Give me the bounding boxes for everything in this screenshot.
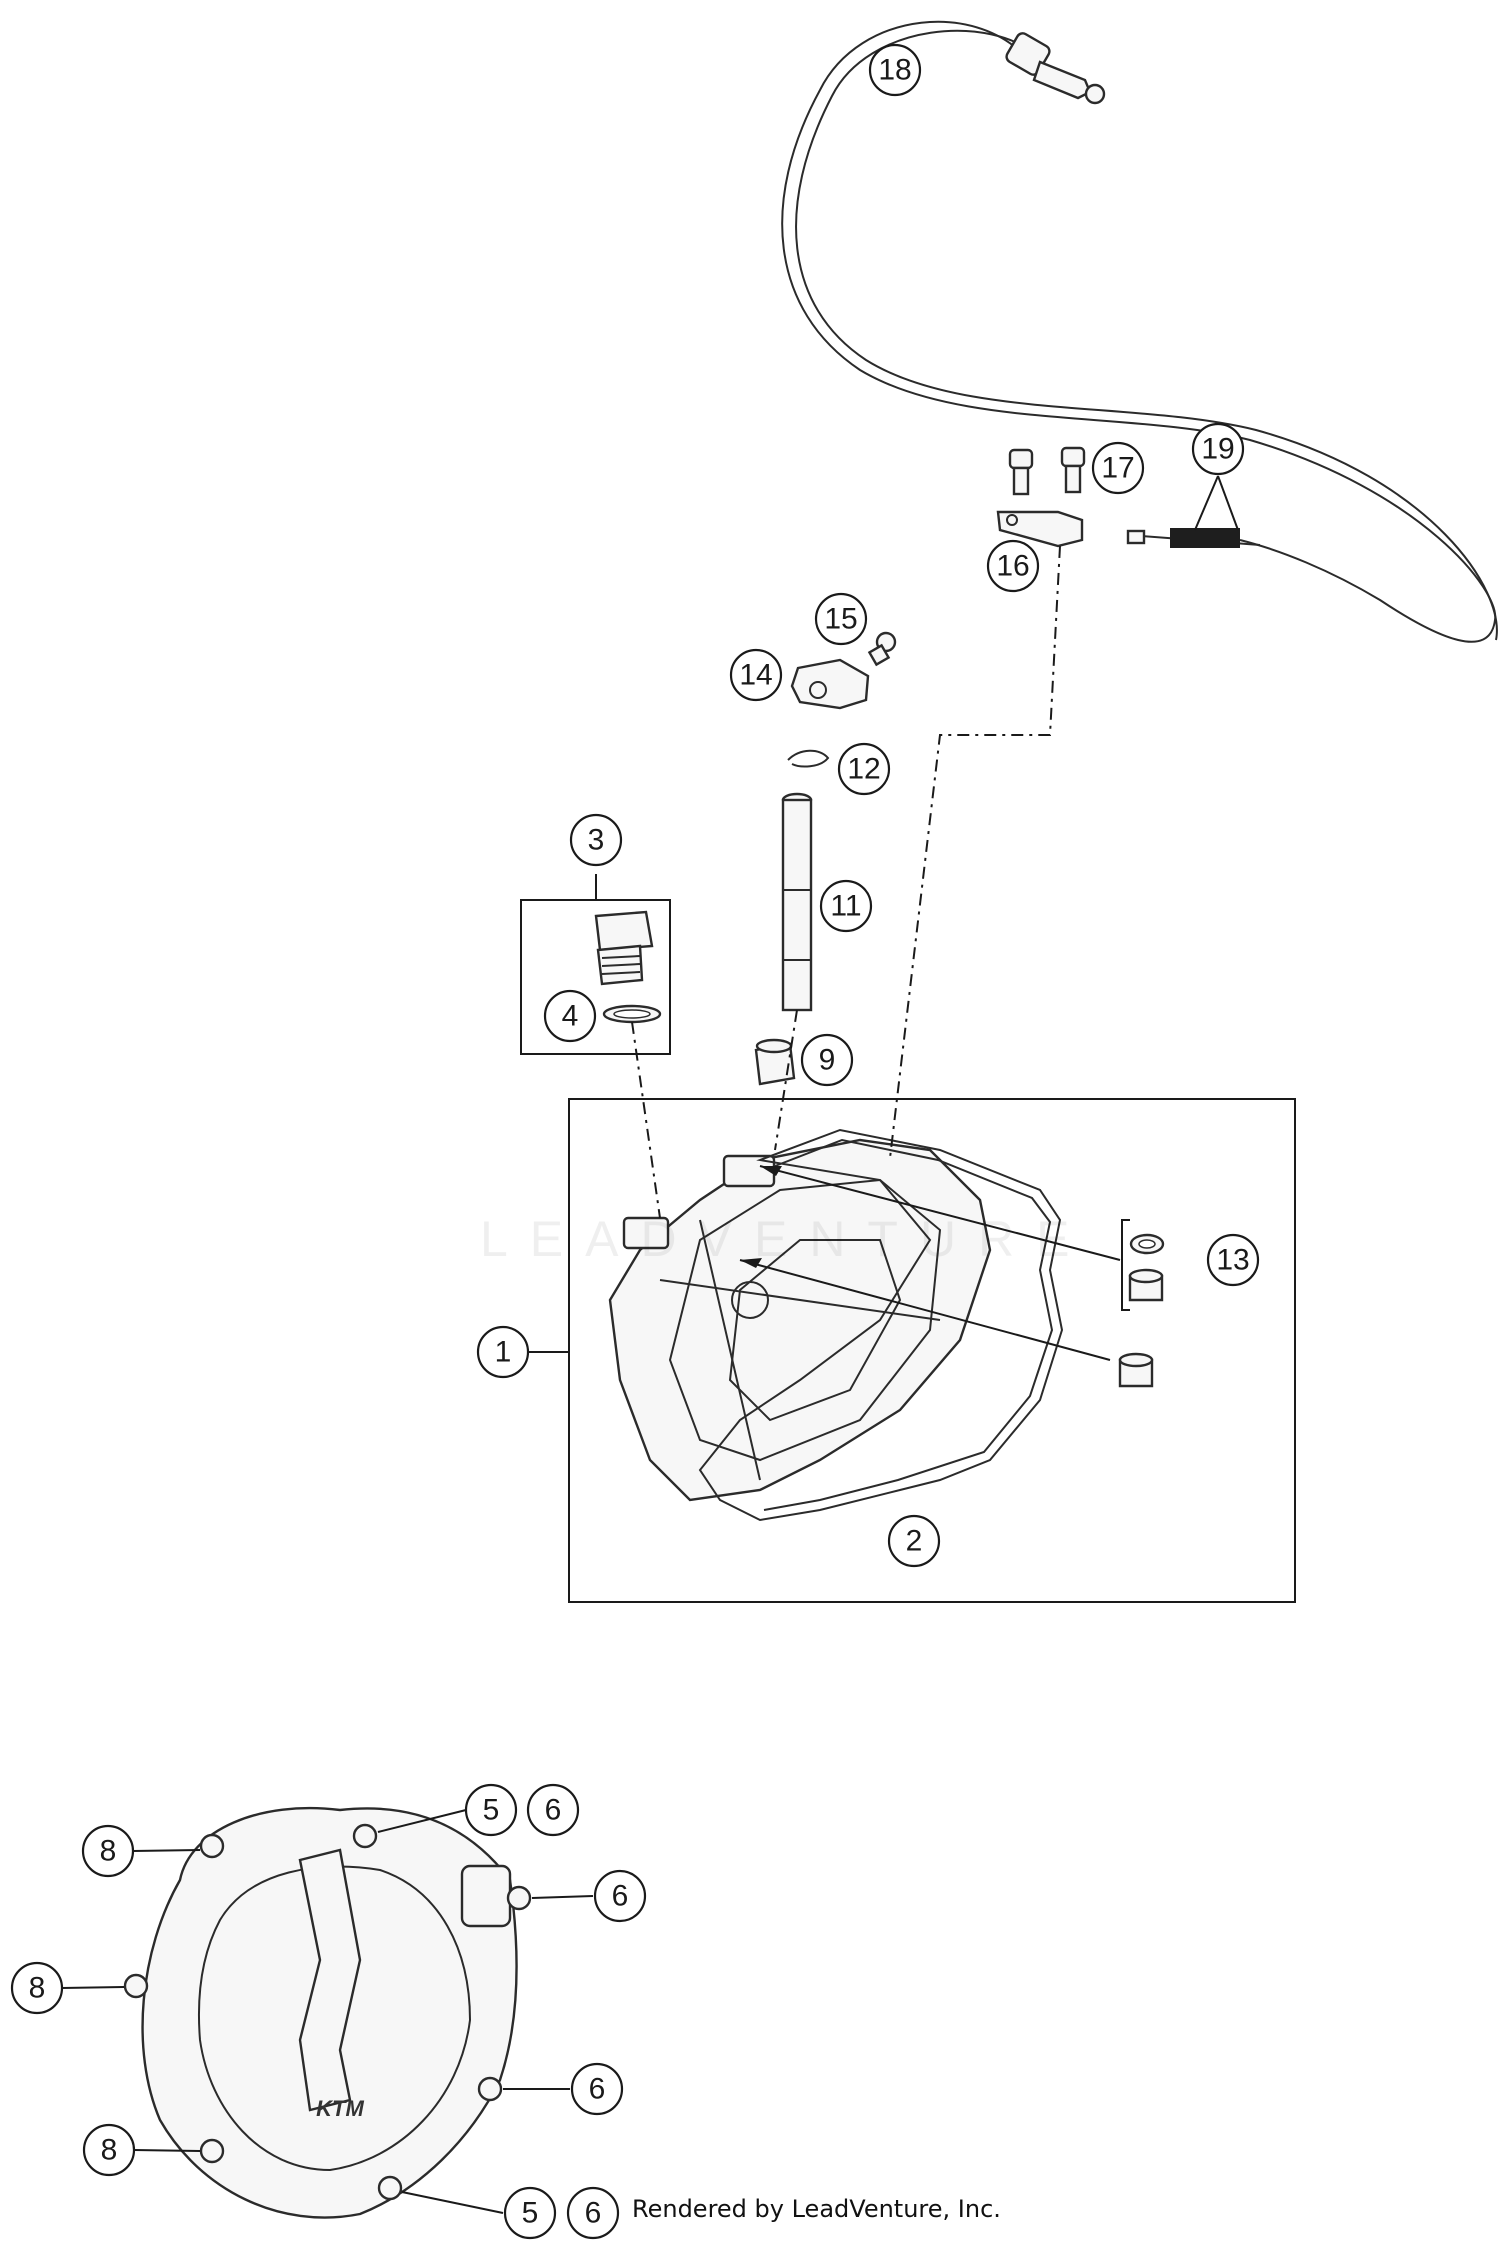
screws-part-17 xyxy=(1008,446,1086,496)
screw-part-15 xyxy=(867,631,897,667)
cable-part-18 xyxy=(781,20,1498,643)
shaft-part-11 xyxy=(781,792,813,1012)
callout-2: 2 xyxy=(887,1514,941,1568)
svg-text:6: 6 xyxy=(545,1794,562,1827)
svg-text:15: 15 xyxy=(824,603,857,636)
callout-6-right: 6 xyxy=(593,1869,647,1923)
callout-6-bottom: 6 xyxy=(566,2186,620,2240)
bolt xyxy=(377,2175,403,2201)
callout-8-top: 8 xyxy=(81,1824,135,1878)
callout-8-bottom: 8 xyxy=(82,2123,136,2177)
callout-9: 9 xyxy=(800,1033,854,1087)
svg-text:9: 9 xyxy=(819,1044,836,1077)
svg-text:14: 14 xyxy=(739,659,772,692)
svg-text:5: 5 xyxy=(483,1794,500,1827)
bolts xyxy=(123,1823,532,2201)
callout-6-top: 6 xyxy=(526,1783,580,1837)
svg-text:4: 4 xyxy=(562,1000,579,1033)
callout-11: 11 xyxy=(819,879,873,933)
svg-text:6: 6 xyxy=(612,1880,629,1913)
callout-5-bottom: 5 xyxy=(503,2186,557,2240)
callout-13: 13 xyxy=(1206,1233,1260,1287)
bolt xyxy=(199,1833,225,1859)
credit-text: Rendered by LeadVenture, Inc. xyxy=(632,2195,1001,2223)
callout-4: 4 xyxy=(543,989,597,1043)
clamp-part-16 xyxy=(996,510,1084,548)
gasket-part-2 xyxy=(698,1128,1064,1522)
seals-part-13 xyxy=(1118,1219,1165,1388)
cable-end-part-19 xyxy=(1126,475,1261,548)
assembly-lines xyxy=(528,545,1121,1361)
svg-text:6: 6 xyxy=(589,2073,606,2106)
outer-clutch-cover: KTM xyxy=(141,1806,518,2219)
callout-8-mid: 8 xyxy=(10,1961,64,2015)
callout-5-top: 5 xyxy=(464,1783,518,1837)
bolt xyxy=(477,2076,503,2102)
svg-text:6: 6 xyxy=(585,2197,602,2230)
bushing-part-9 xyxy=(754,1038,796,1086)
callout-18: 18 xyxy=(868,43,922,97)
callout-16: 16 xyxy=(986,539,1040,593)
ktm-logo: KTM xyxy=(316,2096,364,2121)
o-ring-part-4 xyxy=(602,1004,662,1024)
watermark: LEADVENTURE xyxy=(480,1211,1092,1267)
lever-part-14 xyxy=(790,658,870,710)
svg-text:12: 12 xyxy=(847,753,880,786)
box-part-1 xyxy=(568,1098,1296,1603)
callout-17: 17 xyxy=(1091,441,1145,495)
svg-text:16: 16 xyxy=(996,550,1029,583)
callout-3: 3 xyxy=(569,813,623,867)
svg-text:5: 5 xyxy=(522,2197,539,2230)
callout-19: 19 xyxy=(1191,422,1245,476)
callout-14: 14 xyxy=(729,648,783,702)
callout-12: 12 xyxy=(837,742,891,796)
svg-text:18: 18 xyxy=(878,54,911,87)
bolt xyxy=(506,1885,532,1911)
cover-part-1 xyxy=(608,1138,992,1502)
svg-text:19: 19 xyxy=(1201,433,1234,466)
svg-text:1: 1 xyxy=(495,1336,512,1369)
callout-15: 15 xyxy=(814,592,868,646)
svg-text:2: 2 xyxy=(906,1525,923,1558)
bolt xyxy=(123,1973,149,1999)
svg-text:17: 17 xyxy=(1101,452,1134,485)
svg-text:8: 8 xyxy=(101,2134,118,2167)
svg-text:8: 8 xyxy=(29,1972,46,2005)
svg-text:11: 11 xyxy=(830,890,861,923)
plug-part-3 xyxy=(594,910,654,986)
svg-text:8: 8 xyxy=(100,1835,117,1868)
lower-leaders xyxy=(61,1809,594,2214)
circlip-part-12 xyxy=(787,749,830,768)
bolt xyxy=(199,2138,225,2164)
callout-1: 1 xyxy=(476,1325,530,1379)
callout-6-mid: 6 xyxy=(570,2062,624,2116)
bolt xyxy=(352,1823,378,1849)
svg-text:3: 3 xyxy=(588,824,605,857)
svg-text:13: 13 xyxy=(1216,1244,1249,1277)
